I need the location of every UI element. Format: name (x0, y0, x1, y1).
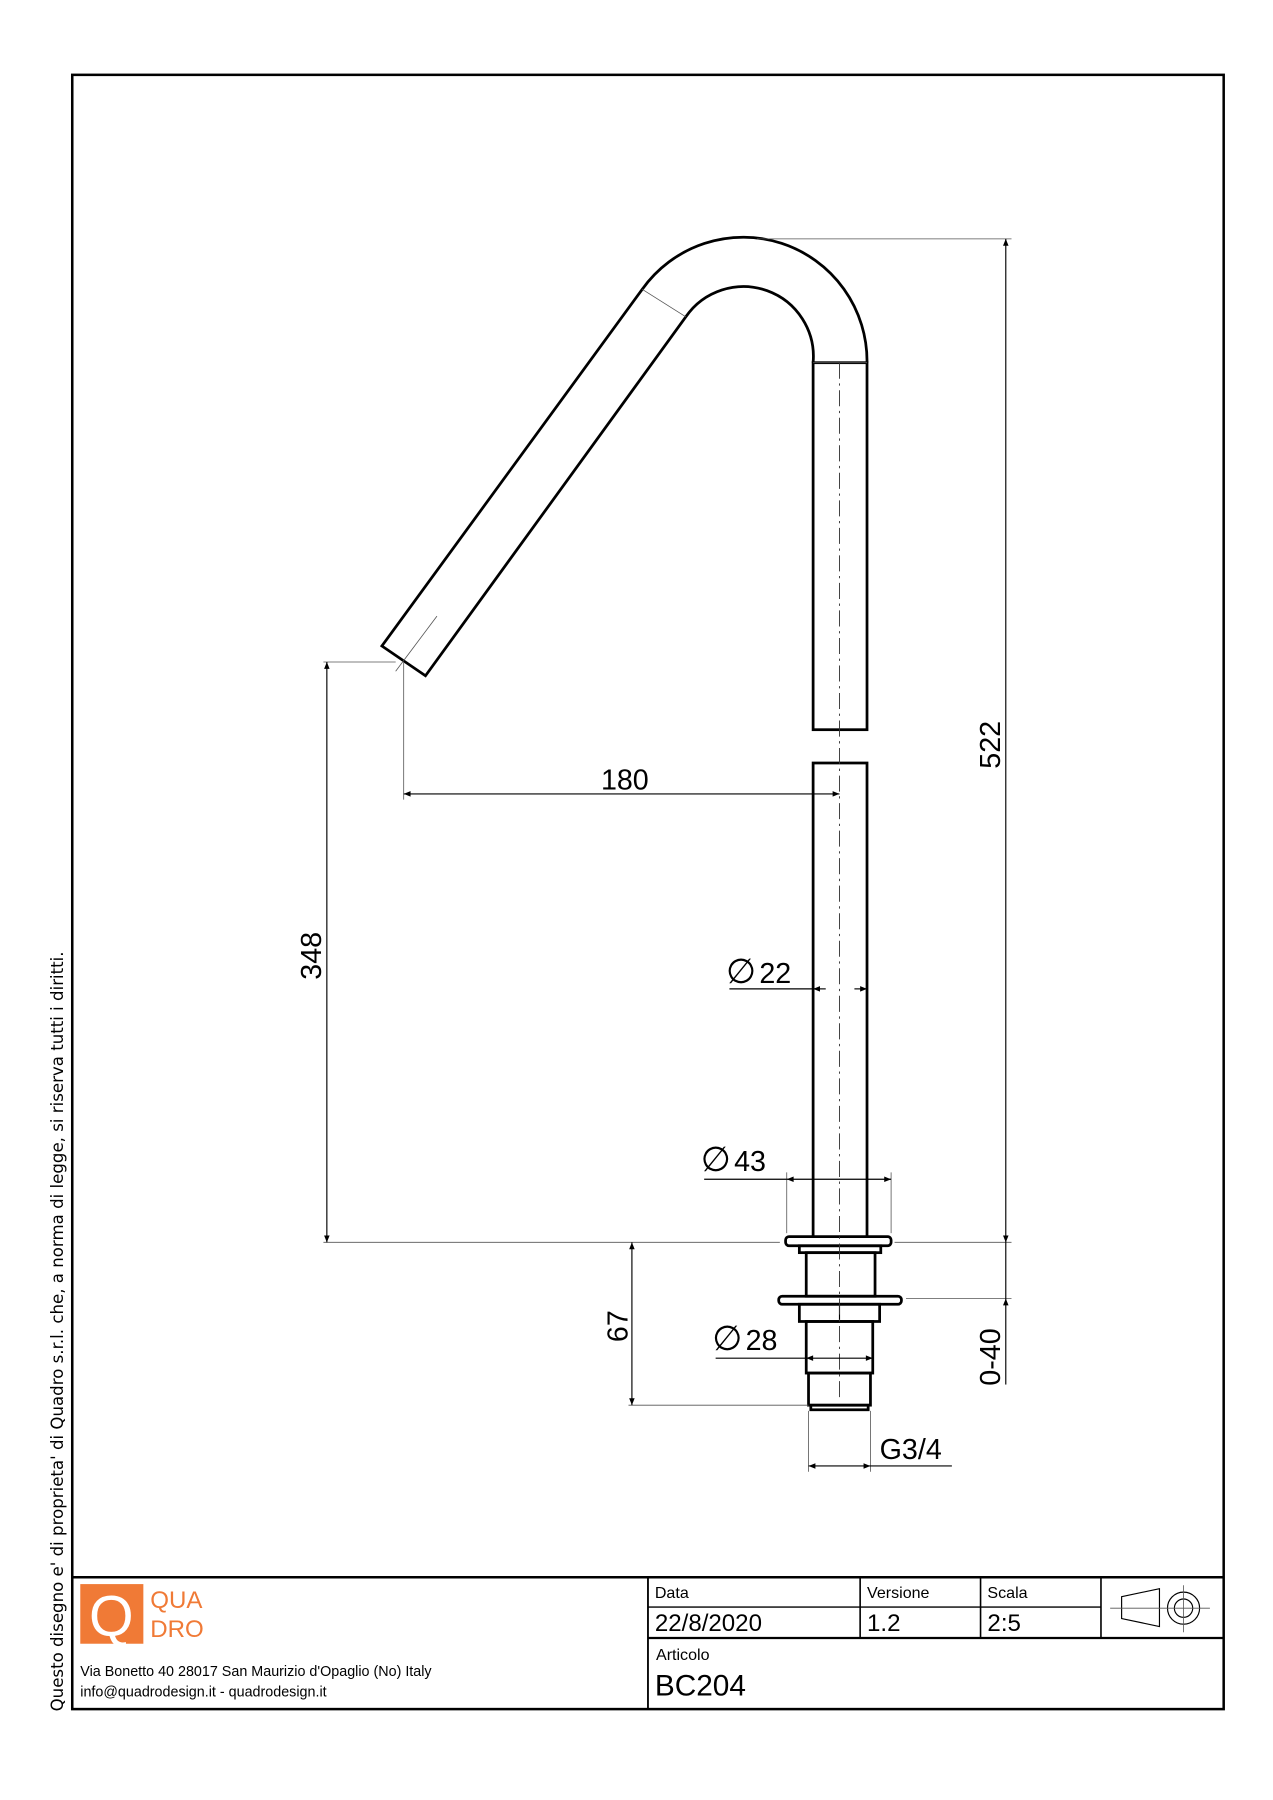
svg-text:0-40: 0-40 (975, 1328, 1007, 1385)
svg-text:180: 180 (601, 764, 649, 796)
first-angle-projection-icon (1110, 1585, 1210, 1633)
contact-line: info@quadrodesign.it - quadrodesign.it (80, 1684, 326, 1700)
dim-shank-diameter: ∅28 (712, 1320, 873, 1361)
article-value: BC204 (655, 1669, 746, 1702)
svg-text:∅43: ∅43 (701, 1141, 766, 1179)
base-fitting (777, 1235, 903, 1412)
dim-total-height: 522 (756, 238, 1012, 1243)
version-value: 1.2 (867, 1610, 900, 1637)
svg-text:∅28: ∅28 (712, 1320, 777, 1358)
dim-spout-reach: 180 (403, 662, 840, 800)
dim-flange-diameter: ∅43 (701, 1141, 892, 1234)
svg-text:G3/4: G3/4 (880, 1434, 942, 1466)
dim-pipe-diameter: ∅22 (726, 953, 868, 992)
address-line: Via Bonetto 40 28017 San Maurizio d'Opag… (80, 1664, 432, 1680)
drawing-frame (70, 73, 1225, 1711)
dim-thread: G3/4 (808, 1410, 952, 1472)
svg-text:∅22: ∅22 (726, 953, 791, 991)
svg-text:348: 348 (296, 932, 328, 980)
svg-text:Q: Q (89, 1585, 134, 1649)
title-block: Q QUA DRO Via Bonetto 40 28017 San Mauri… (72, 1575, 1224, 1710)
article-label: Articolo (656, 1646, 710, 1664)
quadro-logo: Q QUA DRO (80, 1584, 204, 1649)
faucet-spout (379, 235, 869, 1237)
svg-text:522: 522 (975, 721, 1007, 769)
date-label: Data (655, 1584, 689, 1602)
scale-label: Scala (987, 1584, 1027, 1602)
svg-text:67: 67 (602, 1310, 634, 1342)
date-value: 22/8/2020 (655, 1610, 762, 1637)
dim-spout-height: 348 (296, 661, 780, 1243)
svg-text:DRO: DRO (150, 1616, 204, 1643)
copyright-note: Questo disegno e' di proprieta' di Quadr… (48, 951, 67, 1711)
svg-text:QUA: QUA (150, 1587, 203, 1614)
version-label: Versione (867, 1584, 930, 1602)
dim-shank-length: 67 (602, 1242, 809, 1406)
dim-adjust-range: 0-40 (906, 1242, 1012, 1386)
scale-value: 2:5 (987, 1610, 1020, 1637)
